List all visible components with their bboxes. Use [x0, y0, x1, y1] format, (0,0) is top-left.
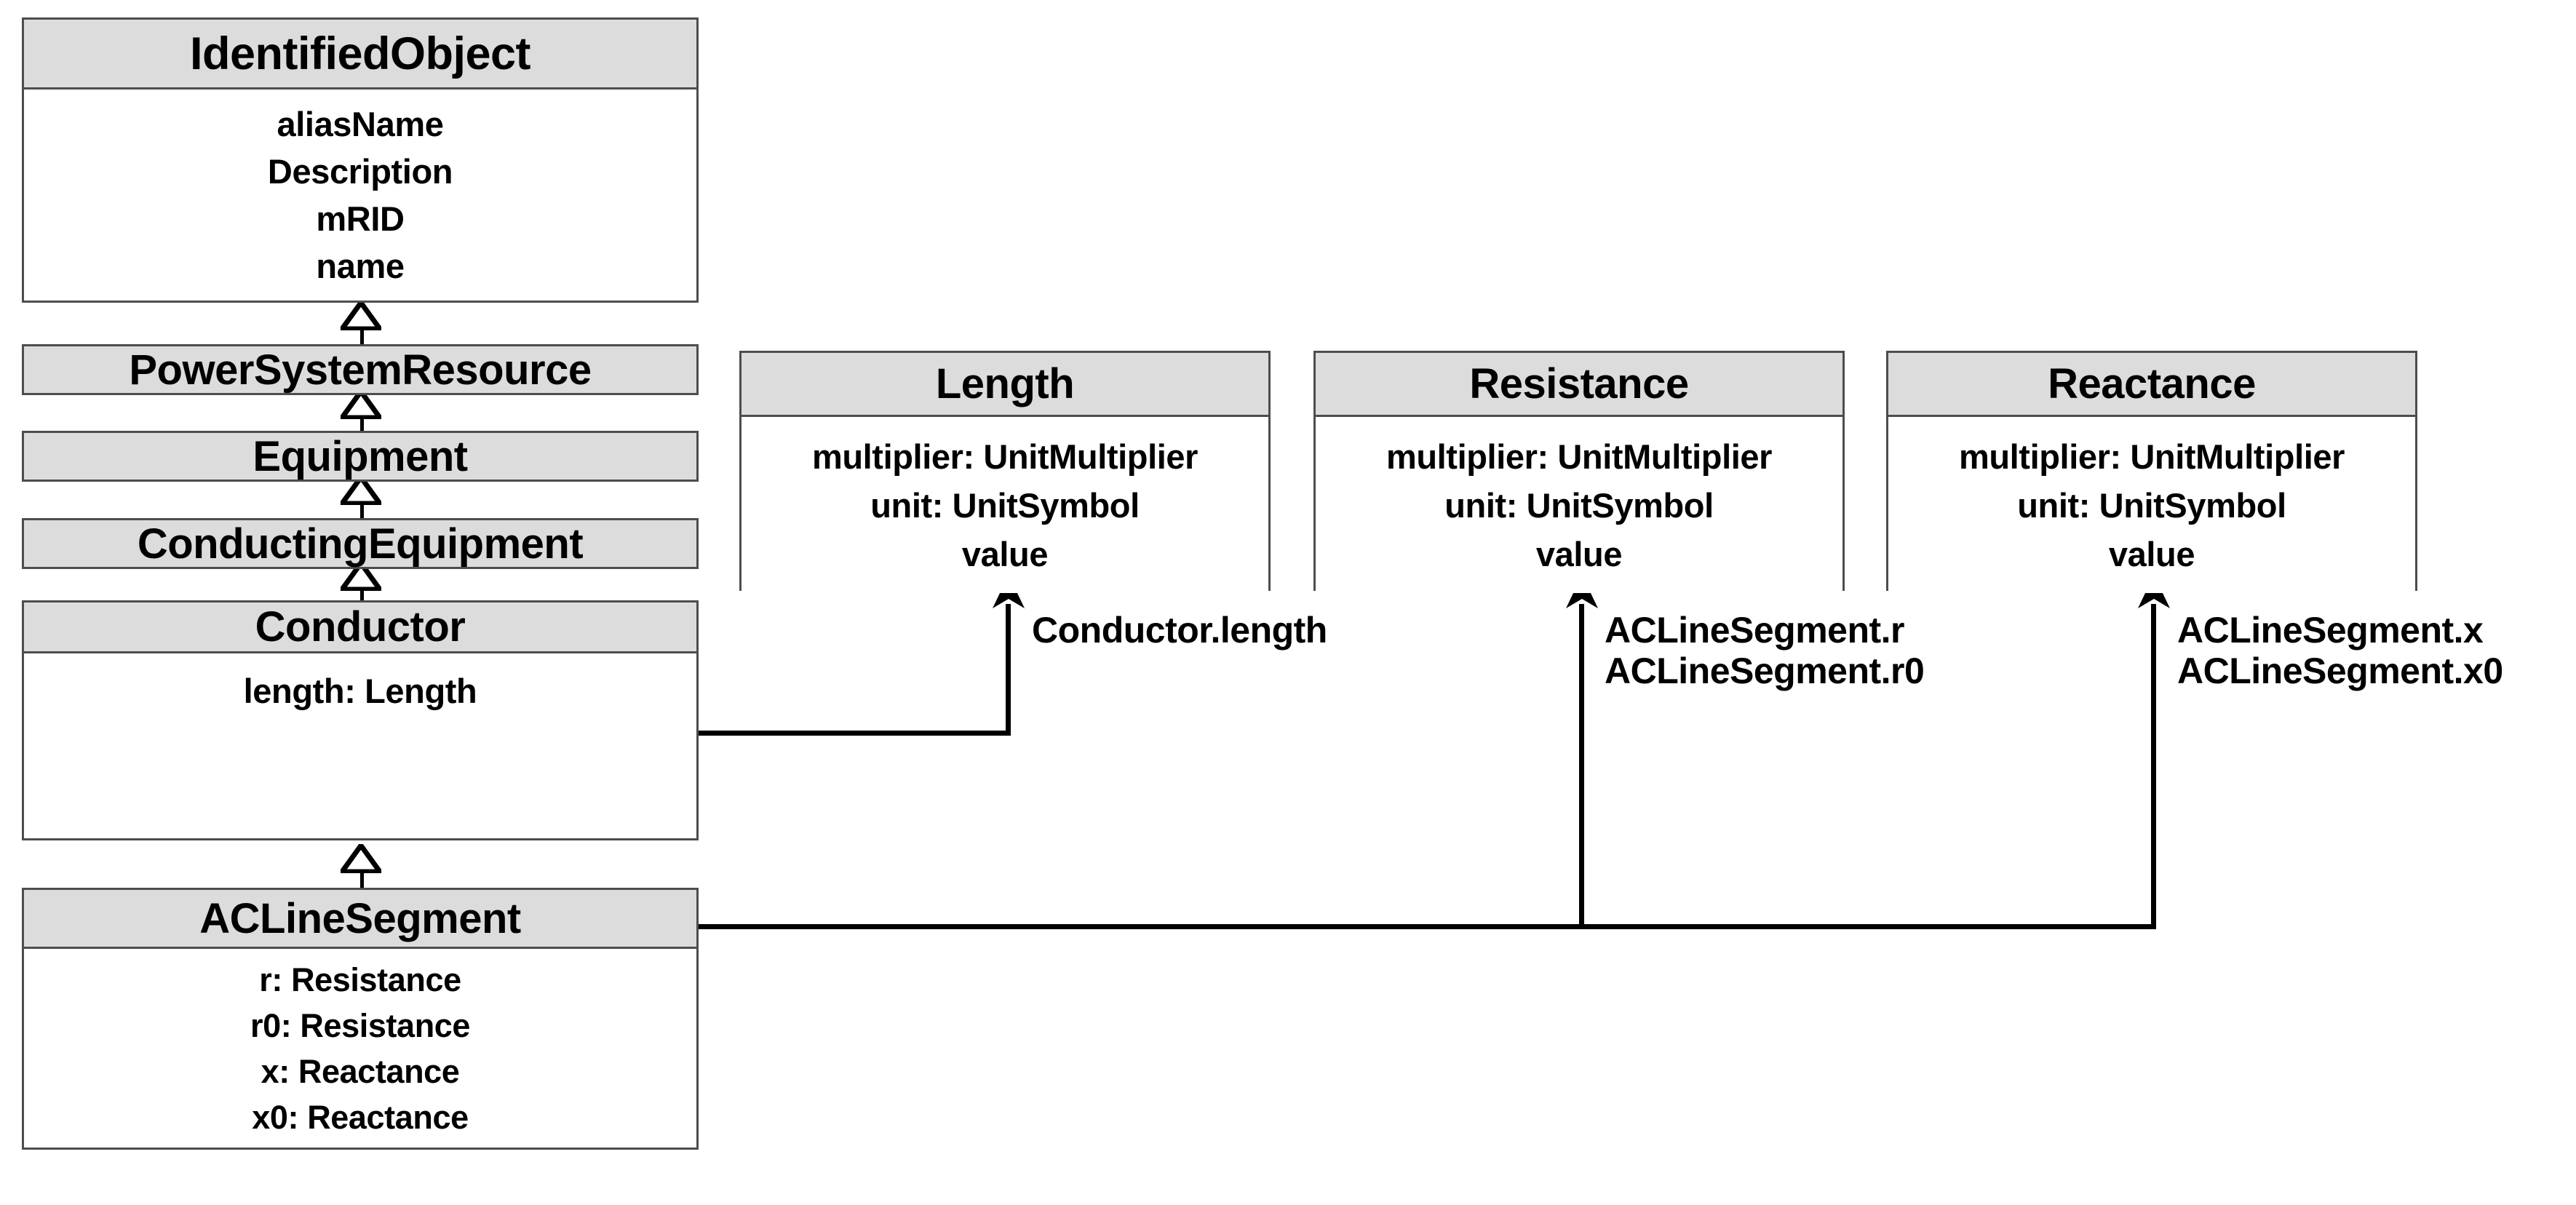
attribute-row: length: Length [243, 672, 477, 710]
class-header-resistance: Resistance [1316, 353, 1842, 417]
class-header-conductor: Conductor [24, 602, 696, 653]
generalization-arrow-acls-to-cond [341, 844, 381, 873]
association-label-acls-reactance: ACLineSegment.x ACLineSegment.x0 [2177, 610, 2503, 691]
class-attributes-reactance: multiplier: UnitMultiplier unit: UnitSym… [1888, 417, 2415, 593]
association-label-line: ACLineSegment.x [2177, 610, 2484, 651]
class-box-reactance[interactable]: Reactance multiplier: UnitMultiplier uni… [1886, 351, 2417, 593]
class-header-length: Length [742, 353, 1268, 417]
gen-line-cond-to-ce [360, 589, 364, 602]
class-header-equipment: Equipment [24, 433, 696, 480]
class-header-reactance: Reactance [1888, 353, 2415, 417]
class-name-conducting-equipment: ConductingEquipment [137, 520, 584, 568]
class-name-conductor: Conductor [255, 603, 466, 651]
class-name-equipment: Equipment [253, 432, 468, 480]
attribute-row: value [2108, 534, 2195, 573]
class-box-ac-line-segment[interactable]: ACLineSegment r: Resistance r0: Resistan… [22, 888, 699, 1150]
class-box-power-system-resource[interactable]: PowerSystemResource [22, 344, 699, 395]
assoc-conductor-length-horizontal [695, 731, 1011, 736]
association-label-line: Conductor.length [1032, 610, 1327, 651]
attribute-row: Description [267, 152, 453, 191]
attribute-row: unit: UnitSymbol [870, 485, 1140, 525]
class-box-conducting-equipment[interactable]: ConductingEquipment [22, 518, 699, 569]
class-name-power-system-resource: PowerSystemResource [129, 346, 592, 394]
gen-line-eq-to-pst [360, 415, 364, 433]
attribute-row: value [961, 534, 1049, 573]
class-header-ac-line-segment: ACLineSegment [24, 890, 696, 949]
assoc-acls-reactance-vertical [2151, 604, 2156, 927]
attribute-row: r: Resistance [259, 961, 461, 998]
class-name-resistance: Resistance [1469, 360, 1689, 407]
class-name-ac-line-segment: ACLineSegment [199, 894, 521, 942]
class-name-identified-object: IdentifiedObject [189, 28, 531, 79]
attribute-row: name [316, 247, 405, 285]
generalization-arrow-cond-to-ce [341, 562, 381, 591]
attribute-row: x0: Reactance [252, 1098, 469, 1136]
class-header-power-system-resource: PowerSystemResource [24, 346, 696, 394]
generalization-arrow-pst-to-io [341, 301, 381, 330]
gen-line-acls-to-cond [360, 872, 364, 890]
class-box-identified-object[interactable]: IdentifiedObject aliasName Description m… [22, 17, 699, 303]
class-header-identified-object: IdentifiedObject [24, 20, 696, 90]
association-label-line: ACLineSegment.r0 [1605, 651, 1925, 691]
class-header-conducting-equipment: ConductingEquipment [24, 520, 696, 568]
attribute-row: r0: Resistance [250, 1006, 471, 1044]
class-attributes-length: multiplier: UnitMultiplier unit: UnitSym… [742, 417, 1268, 593]
attribute-row: unit: UnitSymbol [1444, 485, 1714, 525]
association-label-acls-resistance: ACLineSegment.r ACLineSegment.r0 [1605, 610, 1925, 691]
generalization-arrow-eq-to-pst [341, 390, 381, 419]
class-box-length[interactable]: Length multiplier: UnitMultiplier unit: … [739, 351, 1271, 593]
assoc-acls-horizontal [695, 924, 2156, 929]
attribute-row: multiplier: UnitMultiplier [1386, 437, 1773, 476]
class-box-equipment[interactable]: Equipment [22, 431, 699, 482]
assoc-acls-resistance-vertical [1579, 604, 1584, 927]
class-box-resistance[interactable]: Resistance multiplier: UnitMultiplier un… [1313, 351, 1845, 593]
class-attributes-resistance: multiplier: UnitMultiplier unit: UnitSym… [1316, 417, 1842, 593]
attribute-row: aliasName [277, 105, 444, 143]
association-label-line: ACLineSegment.r [1605, 610, 1905, 651]
gen-line-pst-to-io [360, 327, 364, 346]
generalization-arrow-ce-to-eq [341, 476, 381, 505]
association-label-conductor-length: Conductor.length [1032, 610, 1327, 651]
attribute-row: value [1535, 534, 1623, 573]
class-attributes-conductor: length: Length [24, 653, 696, 838]
assoc-conductor-length-vertical [1006, 604, 1011, 733]
class-attributes-identified-object: aliasName Description mRID name [24, 90, 696, 301]
attribute-row: unit: UnitSymbol [2017, 485, 2286, 525]
attribute-row: multiplier: UnitMultiplier [1958, 437, 2345, 476]
class-name-reactance: Reactance [2048, 360, 2256, 407]
class-name-length: Length [935, 360, 1075, 407]
attribute-row: x: Reactance [261, 1052, 460, 1090]
class-box-conductor[interactable]: Conductor length: Length [22, 600, 699, 840]
gen-line-ce-to-eq [360, 502, 364, 520]
class-attributes-ac-line-segment: r: Resistance r0: Resistance x: Reactanc… [24, 949, 696, 1148]
association-label-line: ACLineSegment.x0 [2177, 651, 2503, 691]
attribute-row: multiplier: UnitMultiplier [811, 437, 1198, 476]
attribute-row: mRID [316, 199, 405, 238]
